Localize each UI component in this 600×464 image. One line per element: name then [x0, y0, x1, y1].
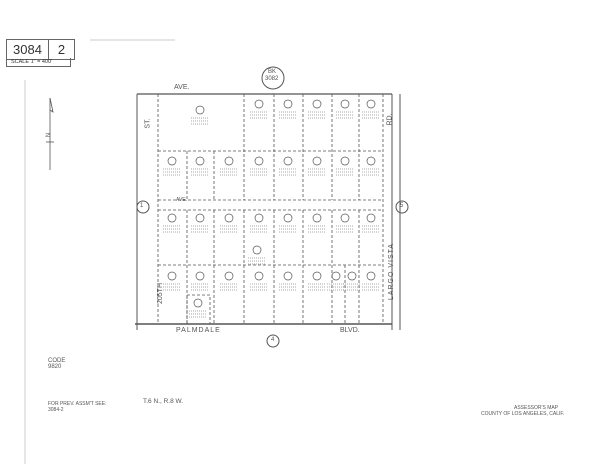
parcel-marker: [224, 213, 234, 223]
parcel-marker: [366, 156, 376, 166]
adjoining-book-label: BK: [268, 69, 277, 75]
footer-county: COUNTY OF LOS ANGELES, CALIF.: [481, 411, 565, 417]
parcel-marker: [312, 156, 322, 166]
scale-label: SCALE 1" = 400': [6, 58, 71, 67]
parcel-marker: [283, 156, 293, 166]
parcel-marker: [283, 271, 293, 281]
parcel-marker: [167, 156, 177, 166]
adjoining-bottom-circle: [266, 334, 280, 348]
adjoining-left[interactable]: 1: [140, 203, 144, 209]
parcel-marker: [283, 99, 293, 109]
parcel-marker: [167, 213, 177, 223]
parcel-marker: [195, 156, 205, 166]
parcel-marker: [312, 271, 322, 281]
lot-lines: [157, 94, 384, 325]
prev-assmt-label: FOR PREV. ASSM'T SEE:: [48, 401, 107, 407]
parcel-marker: [331, 271, 341, 281]
street-bottom-right: BLVD.: [340, 327, 360, 334]
street-mid: AVE.: [176, 197, 188, 203]
adjoining-left-circle: [136, 200, 150, 214]
parcel-marker: [252, 245, 262, 255]
adjoining-book-circle: [261, 66, 285, 90]
adjoining-right[interactable]: 5: [400, 203, 404, 209]
adjoining-book-number: 3082: [265, 76, 279, 82]
parcel-marker: [340, 213, 350, 223]
parcel-marker: [167, 271, 177, 281]
book-number: 3084: [13, 42, 42, 57]
parcel-marker: [340, 99, 350, 109]
parcel-marker: [283, 213, 293, 223]
parcel-marker: [347, 271, 357, 281]
parcel-marker: [254, 271, 264, 281]
parcel-marker: [224, 156, 234, 166]
parcel-marker: [195, 271, 205, 281]
township-range: T.6 N., R.8 W.: [143, 398, 184, 405]
parcel-marker: [195, 105, 205, 115]
adjoining-bottom[interactable]: 4: [271, 337, 275, 343]
street-right: LARGO VISTA: [388, 242, 396, 301]
parcel-marker: [312, 213, 322, 223]
parcel-marker: [366, 99, 376, 109]
parcel-marker: [254, 213, 264, 223]
street-right-rd: RD.: [386, 113, 394, 126]
parcel-marker: [366, 271, 376, 281]
street-top: AVE.: [174, 84, 190, 91]
adjoining-right-circle: [395, 200, 409, 214]
parcel-marker: [195, 213, 205, 223]
page-number: 2: [47, 40, 74, 59]
parcel-marker: [224, 271, 234, 281]
parcel-marker: [366, 213, 376, 223]
code-label: CODE: [48, 358, 66, 364]
parcel-marker: [340, 156, 350, 166]
parcel-markers: [163, 99, 380, 318]
footer-title: ASSESSOR'S MAP: [514, 405, 559, 411]
north-label: N: [46, 132, 53, 138]
parcel-marker: [312, 99, 322, 109]
street-bottom-left: PALMDALE: [176, 327, 221, 334]
parcel-marker: [254, 99, 264, 109]
map-book-page-box: 3084 2: [6, 39, 76, 60]
parcel-marker: [193, 298, 203, 308]
code-value: 9820: [48, 364, 62, 370]
prev-assmt-value: 3084-2: [48, 407, 64, 413]
street-left-bottom: 205TH: [157, 282, 165, 305]
parcel-marker: [254, 156, 264, 166]
street-left-top: ST.: [144, 118, 152, 129]
